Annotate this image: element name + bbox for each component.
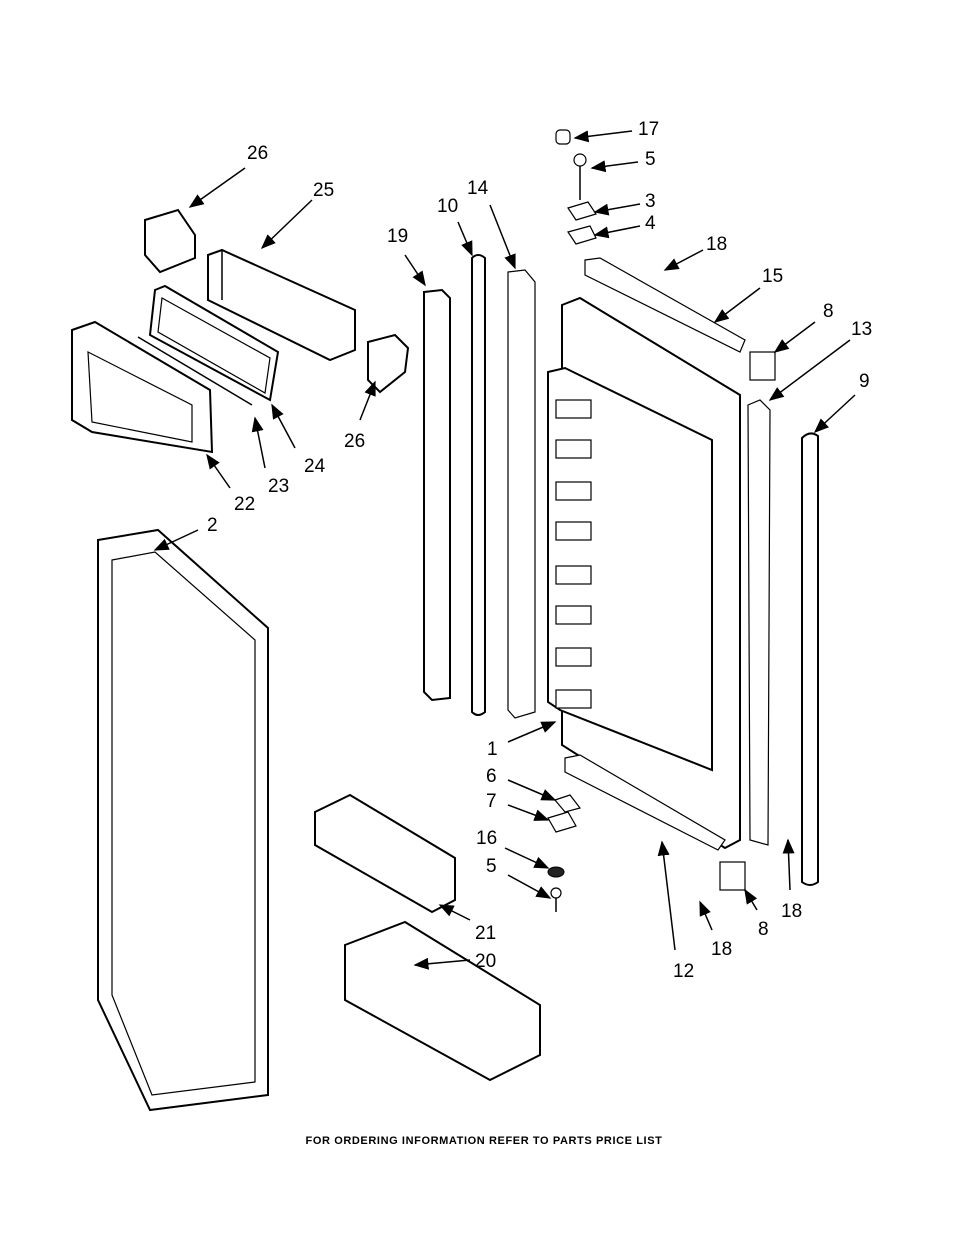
callout-12: 12 [673, 961, 694, 982]
door-shelf-bins [555, 399, 592, 709]
callout-14: 14 [467, 178, 489, 199]
callout-2: 2 [207, 515, 218, 536]
hinge-hardware-bottom [547, 794, 582, 912]
part-20-door-bin [344, 920, 541, 1082]
part-23-strip [137, 336, 253, 406]
callout-26-lower: 26 [344, 431, 365, 452]
callout-8-lower: 8 [758, 919, 769, 940]
part-24-frame [148, 284, 280, 402]
callout-18-right: 18 [781, 901, 802, 922]
callout-22: 22 [234, 494, 255, 515]
callout-8: 8 [823, 301, 834, 322]
part-15-top-trim [584, 257, 746, 353]
callout-10: 10 [437, 196, 458, 217]
callout-4: 4 [645, 213, 656, 234]
callout-23: 23 [268, 476, 289, 497]
callout-9: 9 [859, 371, 870, 392]
callout-3: 3 [645, 191, 656, 212]
part-12-bottom-trim [564, 754, 726, 851]
callout-24: 24 [304, 456, 326, 477]
callout-20: 20 [475, 951, 496, 972]
part-26-hinge-cap-top [144, 208, 196, 274]
part-13-trim [747, 399, 771, 846]
callout-16: 16 [476, 828, 497, 849]
callout-18: 18 [706, 234, 727, 255]
footer-note: FOR ORDERING INFORMATION REFER TO PARTS … [306, 1135, 663, 1147]
part-26-hinge-cap-bottom [367, 333, 410, 394]
callout-1: 1 [487, 739, 498, 760]
part-21-door-bin [314, 793, 456, 914]
callout-17: 17 [638, 119, 659, 140]
callout-19: 19 [387, 226, 408, 247]
callout-5: 5 [645, 149, 656, 170]
hinge-hardware-top [555, 129, 597, 245]
callout-21: 21 [475, 923, 496, 944]
part-22-dairy-door [71, 320, 214, 454]
callout-26: 26 [247, 143, 268, 164]
callout-arrows [153, 130, 856, 970]
callout-18-bottom: 18 [711, 939, 732, 960]
callout-15: 15 [762, 266, 783, 287]
callout-5-lower: 5 [486, 856, 497, 877]
callout-7: 7 [486, 791, 497, 812]
callout-25: 25 [313, 180, 334, 201]
part-9-gasket [801, 432, 819, 886]
part-19-handle-trim [423, 288, 451, 702]
callout-labels: 26 25 19 10 14 17 5 3 4 18 15 8 13 9 26 … [207, 119, 872, 982]
part-10-gasket [471, 254, 486, 716]
part-8-hinge-covers [719, 351, 776, 891]
part-1-door-liner [547, 296, 741, 850]
part-2-door-gasket [97, 528, 269, 1112]
callout-13: 13 [851, 319, 872, 340]
part-14-channel [507, 269, 536, 719]
part-25-dairy-bin [207, 248, 356, 362]
callout-6: 6 [486, 766, 497, 787]
